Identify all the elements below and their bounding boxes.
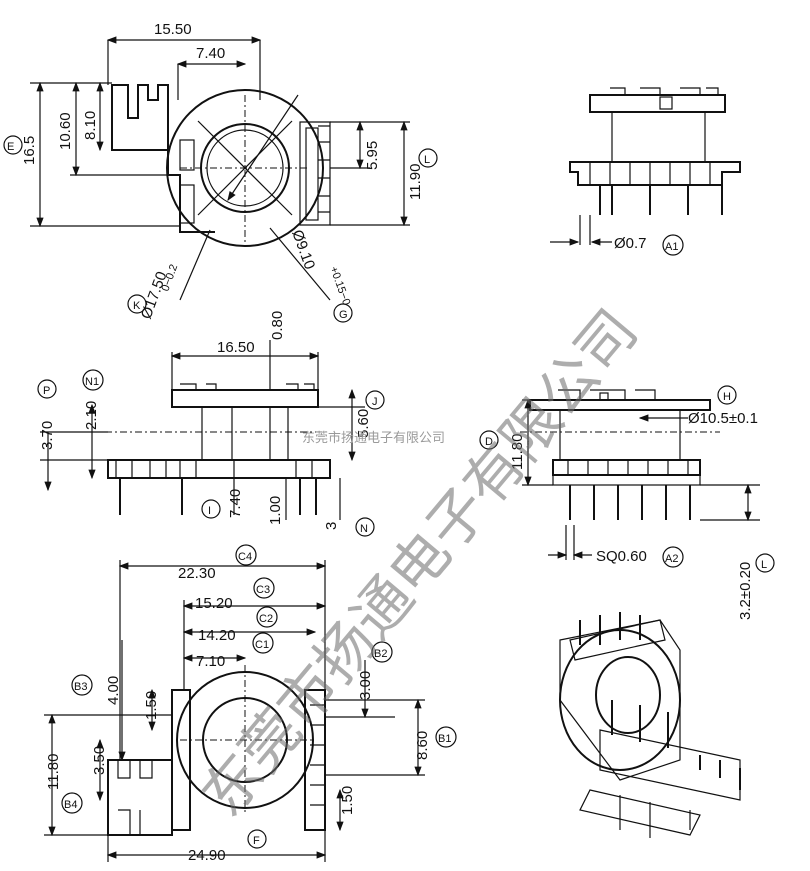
dim-top-right-a: 5.95 [364, 141, 381, 170]
dim-side-top: 0.80 [269, 311, 286, 340]
side-view-middle: 16.50 0.80 3.70 2.10 5.60 7.40 1.00 3 [39, 311, 372, 530]
callout-A1: A1 [665, 241, 678, 253]
callout-I: I [208, 505, 211, 517]
side-view-top-right: Ø0.7 [550, 87, 741, 252]
iso-view [559, 612, 741, 838]
dim-side-width: 16.50 [217, 339, 255, 356]
dim-front-h: 11.80 [509, 434, 526, 470]
callout-G: G [339, 309, 348, 321]
dim-front-pin-len: 3.2±0.20 [737, 562, 754, 620]
dim-diam-inner-tol: +0.15−0 [327, 265, 352, 307]
callout-L: L [424, 154, 430, 166]
top-view: 15.50 7.40 16.5 10.60 8.10 5.95 11.90 Ø1… [21, 21, 424, 321]
dim-side-foot: 1.00 [267, 496, 284, 525]
front-view: 11.80 Ø10.5±0.1 SQ0.60 3.2±0.20 [509, 389, 760, 620]
dim-bot-150a: 1.50 [143, 691, 160, 720]
callout-E: E [7, 141, 14, 153]
dim-bot-c4: 22.30 [178, 565, 216, 582]
callout-C4: C4 [238, 551, 252, 563]
dim-top-half: 7.40 [196, 45, 225, 62]
callout-P: P [43, 385, 50, 397]
dim-side-mid: 5.60 [355, 409, 372, 438]
dim-top-right-b: 11.90 [407, 164, 424, 200]
callout-B3: B3 [74, 681, 87, 693]
dim-side-left-b: 2.10 [83, 401, 100, 430]
callout-C3: C3 [256, 584, 270, 596]
dim-side-3: 3 [323, 522, 340, 530]
callout-A2: A2 [665, 553, 678, 565]
callout-D: D [485, 436, 493, 448]
watermark-small: 东莞市扬通电子有限公司 [302, 430, 445, 446]
callout-C1: C1 [255, 639, 269, 651]
callout-C2: C2 [259, 613, 273, 625]
dim-bot-350: 3.50 [91, 746, 108, 775]
callout-B4: B4 [64, 799, 77, 811]
dim-bot-b2: 3.00 [357, 671, 374, 700]
callout-J: J [372, 396, 378, 408]
callout-B1: B1 [438, 733, 451, 745]
dim-front-diam: Ø10.5±0.1 [688, 410, 758, 427]
dim-top-h1: 10.60 [57, 112, 74, 150]
dim-bot-h: 11.80 [45, 754, 62, 790]
bottom-view: 22.30 15.20 14.20 7.10 4.00 1.50 11.80 3… [44, 560, 431, 864]
dim-side-left-a: 3.70 [39, 421, 56, 450]
callout-K: K [133, 300, 141, 312]
callouts: E L K G A1 P N1 J N I H D A2 L C4 C3 C2 … [3, 135, 775, 849]
dim-top-total: 16.5 [21, 136, 38, 165]
dim-bot-c2: 14.20 [198, 627, 236, 644]
dim-bot-c1: 7.10 [196, 653, 225, 670]
dim-bot-b1: 8.60 [414, 731, 431, 760]
dim-side-pin: 7.40 [227, 489, 244, 518]
dim-bot-b3: 4.00 [105, 676, 122, 705]
callout-N1: N1 [85, 376, 99, 388]
callout-F: F [253, 835, 260, 847]
dim-pin-diam: Ø0.7 [614, 235, 647, 252]
dim-front-sq: SQ0.60 [596, 548, 647, 565]
dim-bot-f: 24.90 [188, 847, 226, 864]
dim-diam-inner: Ø9.10 [288, 228, 318, 272]
callout-L2: L [761, 559, 767, 571]
dim-bot-150b: 1.50 [339, 786, 356, 815]
callout-N: N [360, 523, 368, 535]
dim-top-width: 15.50 [154, 21, 192, 38]
dim-bot-c3: 15.20 [195, 595, 233, 612]
callout-B2: B2 [374, 648, 387, 660]
dim-diam-outer-tol: 0−0.2 [160, 263, 181, 293]
dim-top-h2: 8.10 [82, 111, 99, 140]
callout-H: H [723, 391, 731, 403]
